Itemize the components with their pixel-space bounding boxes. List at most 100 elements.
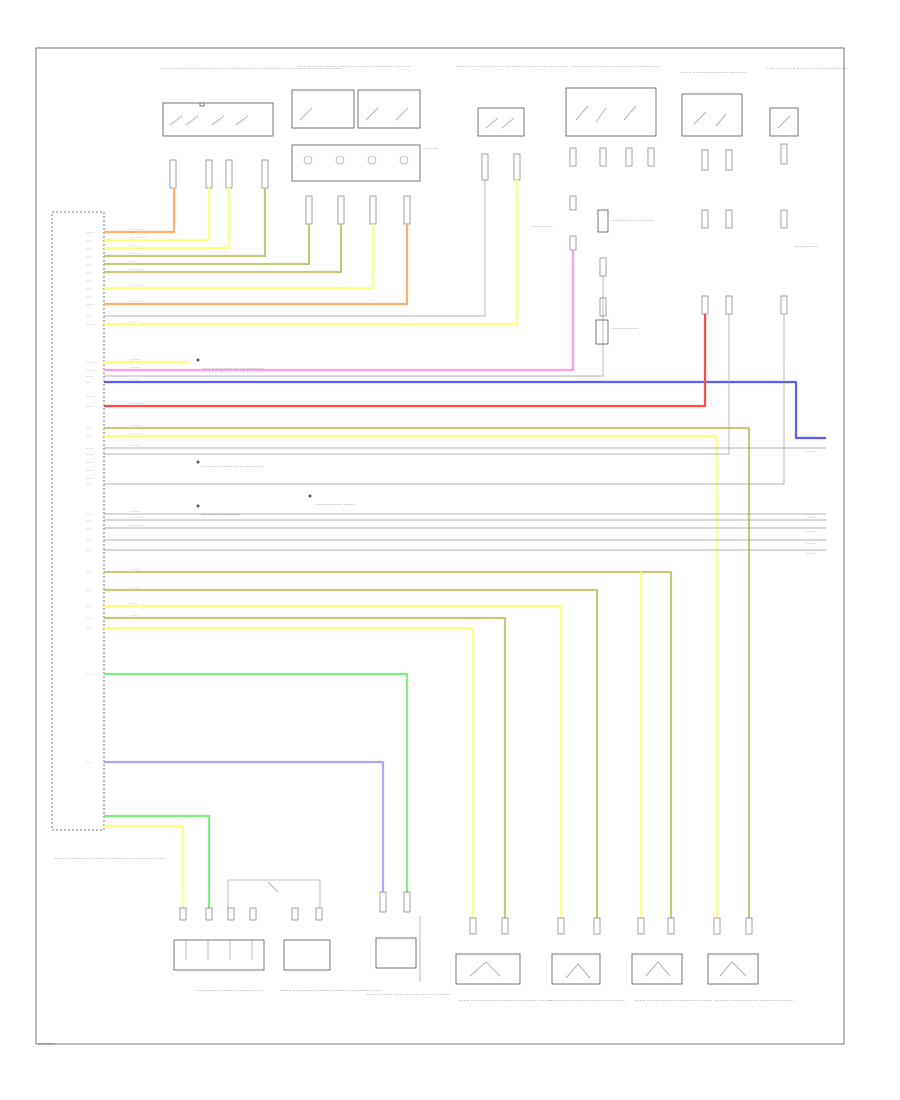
wire-label: ~~~ (130, 602, 138, 606)
wire-label: ~~~~~ (130, 424, 143, 428)
module-pin: ~~~ (86, 302, 94, 306)
relay-unit-component: ~~~~ ~~~~ ~~~ ~~~~~ ~~~~~~ ~~~~ ~~~~ (680, 71, 818, 315)
diagram-frame (35, 47, 845, 1045)
module-pin: ~~~ (86, 460, 94, 464)
fuse-right-label: ~~~~ ~~~~ (794, 245, 818, 249)
fuse-label: ~~~~ ~~~ (532, 225, 553, 229)
coil-label: ~~~~ ~~~~~~ ~~~~ (612, 219, 654, 223)
module-pin: ~~ (86, 538, 92, 542)
passenger-unit-component: ~~~ ~~~~~~~ ~~~~ ~~~~ ~~~~~~~~~ (766, 67, 847, 315)
module-pin: ~~~ (86, 368, 94, 372)
wire-label: ~~~~~ (130, 268, 143, 272)
module-pin: ~~ (86, 604, 92, 608)
bus-note-3: ~~~~~~ ~~~~~~~ (202, 513, 240, 517)
wire-blue-1 (104, 380, 826, 440)
wire-lavender-1 (104, 760, 385, 892)
wire-label: ~~~~~ (130, 252, 143, 256)
module-pin: ~~ (86, 254, 92, 258)
right-bus-tag: ~~~~ (806, 529, 817, 533)
wire-red-1 (104, 314, 707, 408)
right-bus-tag: ~~~~ (806, 449, 817, 453)
wire-label: ~~~~ (130, 366, 141, 370)
module-pin: ~~ (86, 262, 92, 266)
wire-olive-1 (104, 188, 267, 258)
seat-belt-sensor-note: ~~~~~ (424, 147, 438, 151)
wire-label: ~~~~~ (130, 432, 143, 436)
wire-label: ~~~~~ (130, 516, 143, 520)
left-side-unit-label: ~~~~ ~~~ ~~~~ ~~~~~~ ~~~~~ ~~~~~~~ (572, 65, 660, 69)
wire-yellow-9 (104, 604, 563, 918)
wire-yellow-10 (104, 626, 475, 918)
relay-unit-label: ~~~~ ~~~~ ~~~ ~~~~~ ~~~~~~ (680, 71, 747, 75)
wire-label: ~~~ (130, 244, 138, 248)
wire-grey-6 (104, 314, 785, 485)
module-pin: ~~ (86, 588, 92, 592)
wire-label: ~~~~~~ (130, 228, 146, 232)
wire-label: ~~~~~~ (130, 236, 146, 240)
wire-label: ~~~~~ (130, 284, 143, 288)
wire-olive-2 (104, 224, 311, 266)
module-pin: ~~~ (86, 322, 94, 326)
left-side-airbag-component: ~~~~ ~~~~ ~~~~~~ ~~~~~~~~ ~~~~ (631, 917, 712, 1003)
wire-grey-5 (104, 314, 730, 455)
module-pin: ~~ (86, 434, 92, 438)
module-pin: ~~ (86, 526, 92, 530)
right-bus-tag: ~~~~ (806, 515, 817, 519)
airbag-module-label: ~~~~~~ ~~~~~~~ ~~~~~~ ~~~~~ ~~~~~ ~~~~ ~… (54, 857, 166, 861)
pin-labels: ~~~~~~~~~~~~~~~~~~~~~~~~~~~~~~~~~~~~~~~~… (86, 230, 94, 764)
module-pin: ~~ (86, 512, 92, 516)
wire-yellow-8 (104, 434, 719, 918)
module-pin: ~~ (86, 426, 92, 430)
right-tags: ~~~~ ~~~~ ~~~~ ~~~~ ~~~~ (806, 449, 817, 555)
wire-orange-2 (104, 224, 409, 306)
module-pin: ~~~ (86, 452, 94, 456)
left-front-sensor-component: ~~~~ ~~~~~ ~~~~ ~~~~~ ~~~~~ ~~~~~ (366, 891, 451, 997)
module-pin: ~~ (86, 548, 92, 552)
wire-yellow-6 (104, 180, 519, 326)
module-pin: ~~ (86, 270, 92, 274)
wire-olive-3 (104, 224, 343, 274)
module-pin: ~~~ (86, 374, 94, 378)
wire-label: ~~~~ (130, 378, 141, 382)
bus-note-1: ~~~ ~~~~ ~~~~~ ~~ ~~~~~~ (202, 367, 263, 371)
bus-note-4: ~~~~ ~~~~~ ~~~~ (316, 503, 355, 507)
wire-olive-6 (104, 588, 599, 918)
lh-door-switch-label: ~~~~ ~~~~~ ~~~ ~~~~~~ ~~~~~ ~~~~~~~ ~~~~… (456, 65, 568, 69)
module-pin: ~~~ (86, 446, 94, 450)
airbag-module-pins: ~~~~~~~~~~~~~~~~~~~~~~~~~~~~~~~~~~~~~~~~… (51, 211, 166, 861)
left-rear-switch-label: ~~~~ ~~~ ~~~~ ~~~~~ ~~~~~ ~~~ ~~~~~ ~~~~ (280, 989, 381, 993)
ground-note-label: ~~~~~ ~~~~ (612, 327, 639, 331)
module-pin: ~~ (86, 626, 92, 630)
wire-grey-2 (104, 276, 604, 377)
module-pin: ~~ (86, 294, 92, 298)
module-pin: ~~ (86, 380, 92, 384)
bus-note-2: ~~~ ~~~~ ~~~~~ ~~ ~~~~~~ (202, 465, 263, 469)
module-pin: ~~ (86, 246, 92, 250)
left-front-sensor-label: ~~~~ ~~~~~ ~~~~ ~~~~~ ~~~~~ ~~~~~ (366, 993, 451, 997)
wire-label: ~~~ (130, 614, 138, 618)
wire-label: ~~~~ (130, 444, 141, 448)
module-pin: ~~~ (86, 360, 94, 364)
diagram-code: ~~~~~ (38, 1041, 55, 1046)
left-curtain-label: ~~~~ ~~~~~~~ ~~~~~~~~ ~~~~~~~ (548, 999, 625, 1003)
module-pin: ~~~ (86, 468, 94, 472)
left-rear-switch-component: ~~~~ ~~~ ~~~~ ~~~~~ ~~~~~ ~~~ ~~~~~ ~~~~ (227, 879, 381, 993)
wire-green-2 (104, 814, 211, 910)
wire-yellow-4 (104, 224, 375, 290)
wire-label: ~~~~~ (130, 300, 143, 304)
passenger-unit-label: ~~~ ~~~~~~~ ~~~~ ~~~~ ~~~~~~~~~ (766, 67, 847, 71)
right-bus-tag: ~~~~ (806, 541, 817, 545)
wire-label: ~~~ (130, 320, 138, 324)
wire-label: ~~~ (130, 260, 138, 264)
bus-notes: ~~~ ~~~~ ~~~~~ ~~ ~~~~~~ ~~~ ~~~~ ~~~~~ … (196, 358, 355, 517)
lower-knee-component: ~~~~~ ~~~~ ~~~~~~ ~~~~~~ ~~ ~~~ (707, 917, 793, 1003)
right-bus-tag: ~~~~ (806, 551, 817, 555)
wire-label-texts: ~~~~~~~~~~~~~~~~~~~~~~~~~~~~~~~~~~~~~~~~… (130, 228, 146, 618)
wire-harness (104, 180, 826, 918)
wire-label: ~~~~ (130, 568, 141, 572)
left-side-unit-component: ~~~~ ~~~ ~~~~ ~~~~~~ ~~~~~ ~~~~~~~ ~~~~ … (532, 65, 660, 345)
wire-yellow-12 (104, 824, 185, 910)
module-pin: ~~ (86, 286, 92, 290)
module-pin: ~~~ (86, 476, 94, 480)
